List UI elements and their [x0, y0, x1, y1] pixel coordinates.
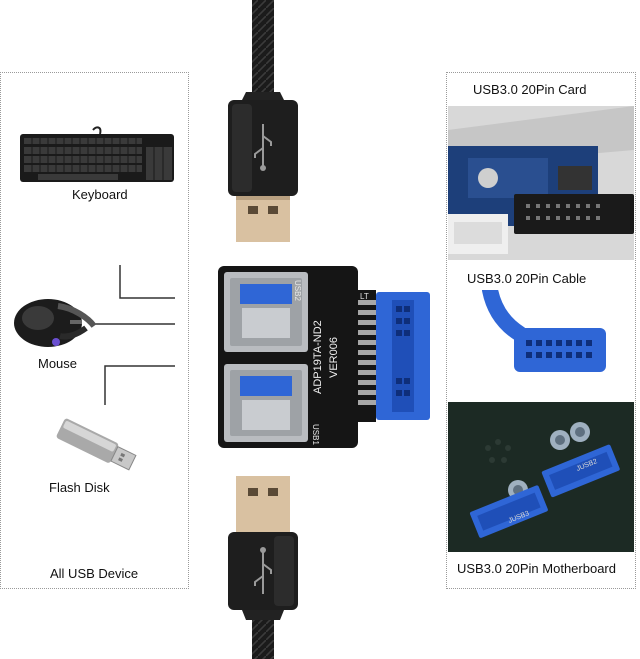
mouse-image: [8, 292, 100, 354]
adapter-port-top-label: USB2: [293, 280, 302, 301]
top-usb-cable: [218, 0, 308, 245]
flash-disk-label: Flash Disk: [49, 480, 110, 495]
connector-lines: [95, 262, 190, 412]
bottom-usb-cable: [218, 472, 308, 659]
adapter-version-text: VER006: [328, 337, 340, 378]
left-device-panel: [0, 72, 189, 589]
card-label: USB3.0 20Pin Card: [473, 82, 587, 97]
adapter-header-label: LT: [360, 292, 369, 301]
motherboard-image: [448, 402, 634, 552]
adapter-board: [218, 266, 438, 448]
all-usb-device-label: All USB Device: [50, 566, 139, 581]
mouse-label: Mouse: [38, 356, 78, 371]
pcie-card-image: [448, 106, 634, 260]
right-target-panel: [446, 72, 636, 589]
keyboard-label: Keyboard: [72, 187, 128, 202]
usb-20pin-cable-image: [470, 290, 620, 380]
flash-disk-image: [50, 412, 142, 480]
motherboard-label: USB3.0 20Pin Motherboard: [457, 561, 616, 576]
cable-label: USB3.0 20Pin Cable: [467, 271, 587, 286]
keyboard-image: [18, 126, 176, 186]
adapter-port-bottom-label: USB1: [311, 424, 320, 445]
adapter-model-text: ADP19TA-ND2: [312, 320, 324, 394]
